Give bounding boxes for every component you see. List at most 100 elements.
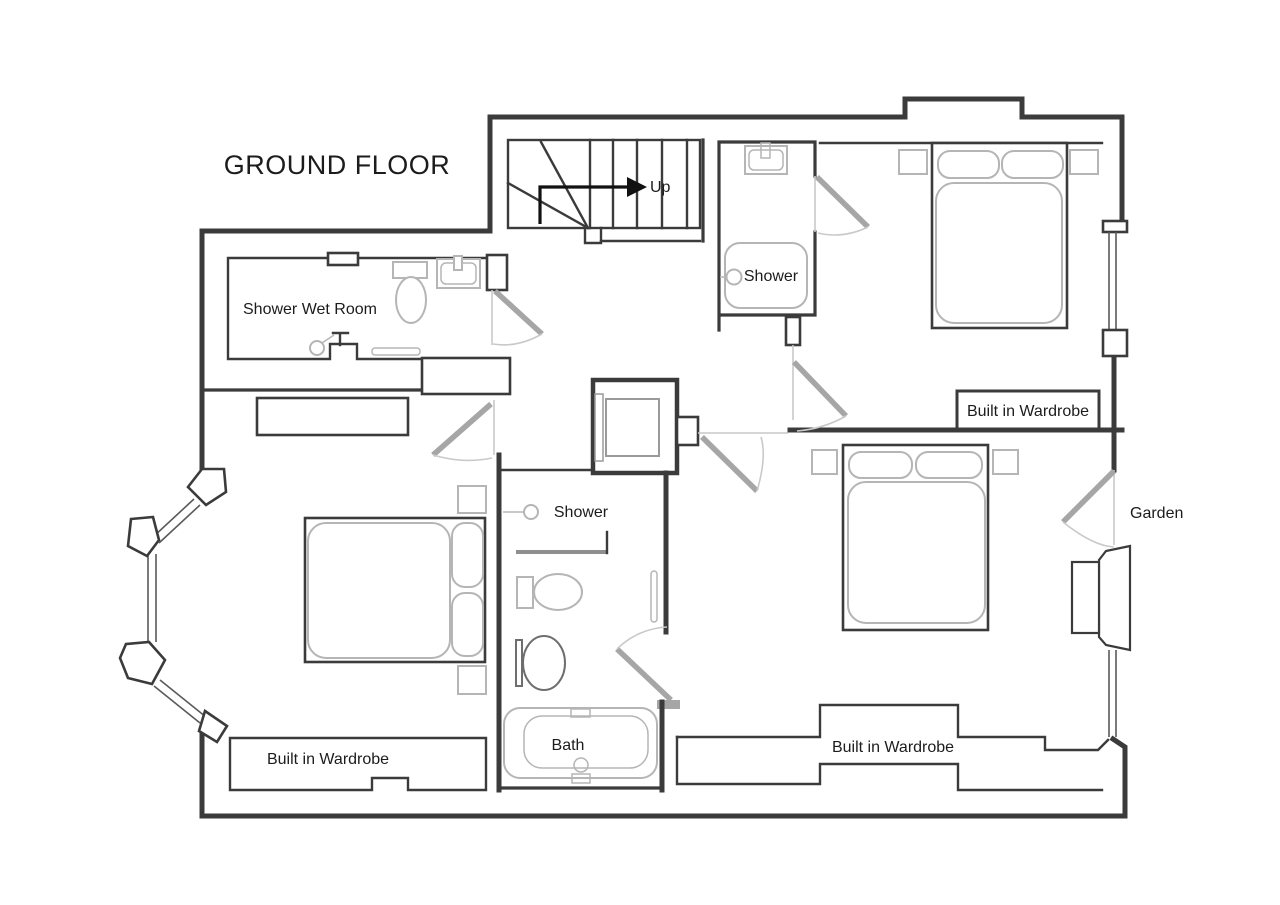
wet-room-door-arc bbox=[492, 333, 543, 346]
bedside-table bbox=[898, 149, 928, 175]
bay-window-pane-upper bbox=[152, 498, 195, 538]
wash-basin bbox=[522, 635, 566, 691]
wall-tab bbox=[784, 315, 802, 347]
basin-backsplash bbox=[515, 639, 523, 687]
bathroom-central: Shower Bath bbox=[497, 468, 680, 793]
dresser bbox=[255, 396, 410, 437]
bedroom-tr-door-leaf bbox=[792, 360, 848, 418]
ensuite-door-arc bbox=[817, 226, 869, 236]
window-sill-block bbox=[1101, 328, 1129, 358]
bay-window-pane-upper2 bbox=[158, 504, 201, 544]
wet-room-door-leaf bbox=[493, 288, 544, 337]
wet-room-label: Shower Wet Room bbox=[243, 301, 377, 318]
toilet-bowl bbox=[395, 276, 427, 324]
wardrobe-bottom-left-label: Built in Wardrobe bbox=[267, 751, 389, 768]
wall-block bbox=[420, 356, 512, 396]
bedroom-left-door-leaf bbox=[431, 401, 493, 458]
bed-mattress bbox=[307, 522, 451, 659]
bay-window-pane-lower2 bbox=[153, 685, 201, 724]
bedroom-bottom-right: Built in Wardrobe bbox=[675, 443, 1110, 792]
bay-window-mullion-3 bbox=[118, 640, 167, 686]
cupboard-inner bbox=[605, 398, 660, 457]
garden-door-leaf bbox=[1061, 469, 1116, 524]
bathroom-door-arc bbox=[616, 626, 668, 650]
up-arrow-line bbox=[538, 185, 627, 224]
bath-tap bbox=[573, 757, 589, 773]
bedroom-tr-door-arc bbox=[796, 415, 847, 432]
bay-window-pane-lower bbox=[159, 679, 207, 718]
sink-tap bbox=[453, 255, 463, 271]
up-arrow-icon bbox=[627, 177, 647, 197]
window-upper bbox=[1108, 232, 1117, 330]
staircase: Up bbox=[506, 138, 705, 245]
bedside-table bbox=[992, 449, 1019, 475]
ensuite-top-right: Shower bbox=[717, 140, 870, 347]
cupboard-shelf bbox=[594, 393, 604, 462]
toilet-cistern bbox=[516, 576, 534, 609]
bedside-table bbox=[1069, 149, 1099, 175]
window-sill-block bbox=[1101, 219, 1129, 234]
bedroom-left-door-arc bbox=[432, 454, 493, 462]
shower-valve bbox=[331, 331, 350, 347]
page-title: GROUND FLOOR bbox=[224, 150, 451, 180]
bath-fitting bbox=[570, 708, 591, 718]
cupboard-outline bbox=[590, 377, 680, 476]
bedside-table bbox=[457, 485, 487, 514]
wardrobe-bottom-right-label: Built in Wardrobe bbox=[832, 739, 954, 756]
bed-mattress bbox=[847, 481, 986, 624]
sink-basin-inner bbox=[748, 149, 784, 171]
right-wall-features: Garden bbox=[1061, 219, 1183, 737]
wardrobe-bottom-right-bottom-edge bbox=[675, 735, 1104, 792]
bath-tub-inner bbox=[523, 715, 649, 769]
wardrobe-bottom-right-top-edge bbox=[675, 703, 1110, 752]
ensuite-shower-label: Shower bbox=[744, 268, 799, 285]
sink-tap bbox=[760, 142, 771, 159]
bay-window-mullion-2 bbox=[126, 515, 161, 558]
wardrobe-bottom-left-outline bbox=[228, 736, 488, 792]
bay-window bbox=[118, 467, 229, 744]
bedroom-left: Built in Wardrobe bbox=[200, 356, 512, 793]
fireplace-breast bbox=[1097, 544, 1132, 652]
up-label: Up bbox=[650, 179, 671, 196]
stair-winders bbox=[506, 140, 590, 230]
shower-wet-room: Shower Wet Room bbox=[226, 251, 544, 361]
bedside-table bbox=[811, 449, 838, 475]
bedside-table bbox=[457, 665, 487, 695]
fireplace-hearth bbox=[1070, 560, 1101, 635]
bath-tap-base bbox=[571, 773, 591, 784]
bed-pillow bbox=[1001, 150, 1064, 179]
bay-window-mullion-4 bbox=[197, 708, 229, 744]
bed-mattress bbox=[935, 182, 1063, 324]
bedroom-br-door-leaf bbox=[700, 435, 759, 493]
bathroom-shower-label: Shower bbox=[554, 504, 609, 521]
wardrobe-top-right-box bbox=[955, 389, 1101, 431]
bath-label: Bath bbox=[552, 737, 585, 754]
bed-pillow bbox=[451, 592, 484, 657]
bath-tub bbox=[503, 707, 658, 779]
toilet-bowl bbox=[533, 573, 583, 611]
bed-pillow bbox=[451, 522, 484, 588]
towel-rail bbox=[650, 570, 658, 623]
garden-label: Garden bbox=[1130, 505, 1183, 522]
door-stub-wall bbox=[675, 415, 700, 447]
shower-hose bbox=[321, 334, 335, 344]
shower-tray bbox=[724, 242, 808, 309]
garden-door-arc bbox=[1062, 521, 1115, 548]
bay-window-mullion-1 bbox=[186, 467, 228, 507]
shower-head-icon bbox=[725, 268, 743, 286]
bed-pillow bbox=[915, 451, 983, 479]
bedroom-top-right: Built in Wardrobe bbox=[787, 141, 1125, 433]
stair-newel bbox=[583, 226, 603, 245]
wet-room-outline bbox=[226, 256, 489, 361]
bench-rail bbox=[371, 347, 421, 356]
ensuite-door-leaf bbox=[815, 175, 870, 229]
bathroom-door-leaf bbox=[615, 647, 673, 702]
bed-pillow bbox=[937, 150, 1000, 179]
bathroom-threshold bbox=[657, 700, 680, 709]
wet-room-east-wall bbox=[485, 253, 509, 292]
landing-cupboard bbox=[590, 377, 788, 493]
wet-room-window bbox=[326, 251, 360, 267]
toilet-cistern bbox=[392, 261, 428, 279]
outer-wall-bottom bbox=[199, 729, 1128, 819]
